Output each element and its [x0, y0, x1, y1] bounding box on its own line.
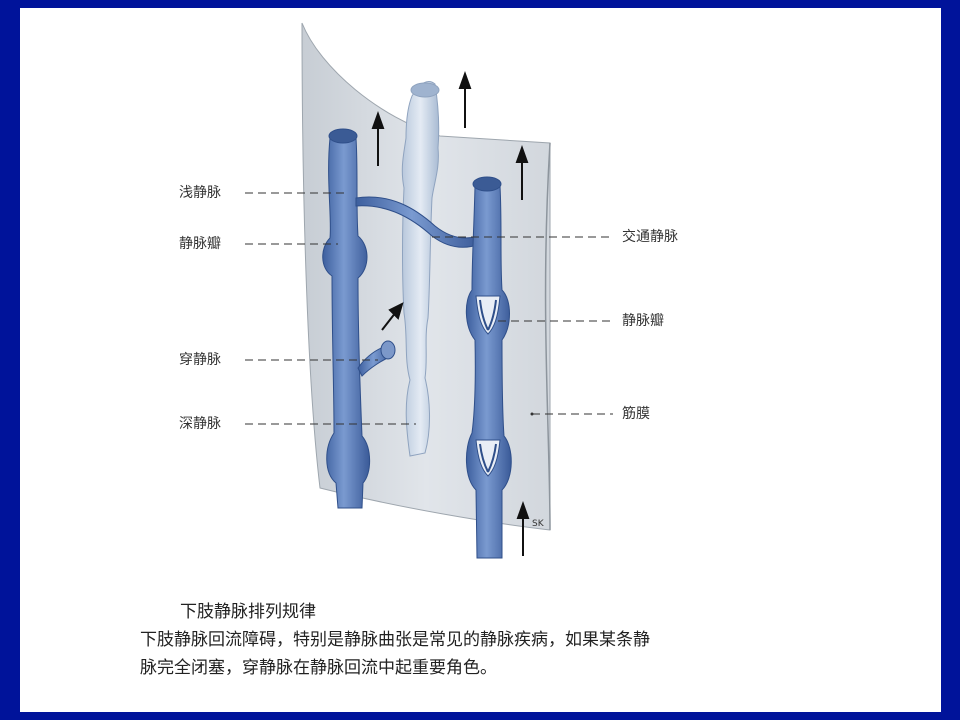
caption-line-2: 脉完全闭塞，穿静脉在静脉回流中起重要角色。 [140, 658, 497, 678]
fascia-edge [544, 142, 551, 531]
valve-cutout-lower [475, 439, 501, 477]
right-vein-top-opening [472, 176, 502, 192]
leader-lines [245, 192, 613, 425]
label-superficial-vein: 浅静脉 [179, 185, 221, 201]
vein-anatomy-diagram: SK [245, 22, 613, 559]
deep-vein [401, 81, 440, 457]
label-valve-left: 静脉瓣 [179, 236, 221, 252]
artist-mark: SK [532, 519, 545, 529]
label-valve-right: 静脉瓣 [622, 313, 664, 329]
superficial-vein [322, 137, 371, 509]
superficial-vein-top-opening [328, 128, 358, 144]
slide: SK 浅静脉 静脉瓣 穿静脉 深静脉 交通静脉 静脉瓣 筋膜 下肢静脉排列规律 … [20, 8, 941, 712]
deep-vein-top-opening [410, 82, 440, 98]
valve-cutout-upper [475, 295, 501, 335]
perforating-vein-opening [380, 340, 396, 360]
valve-cusp-lower [479, 443, 497, 473]
label-perforating-vein: 穿静脉 [179, 352, 221, 368]
label-communicating-vein: 交通静脉 [622, 229, 678, 245]
flow-arrows [371, 71, 530, 556]
caption-title: 下肢静脉排列规律 [180, 602, 316, 622]
label-fascia: 筋膜 [622, 406, 650, 422]
label-deep-vein: 深静脉 [179, 416, 221, 432]
valve-cusp-upper [479, 299, 497, 331]
caption-line-1: 下肢静脉回流障碍，特别是静脉曲张是常见的静脉疾病，如果某条静 [140, 630, 650, 650]
right-vein [465, 185, 512, 559]
